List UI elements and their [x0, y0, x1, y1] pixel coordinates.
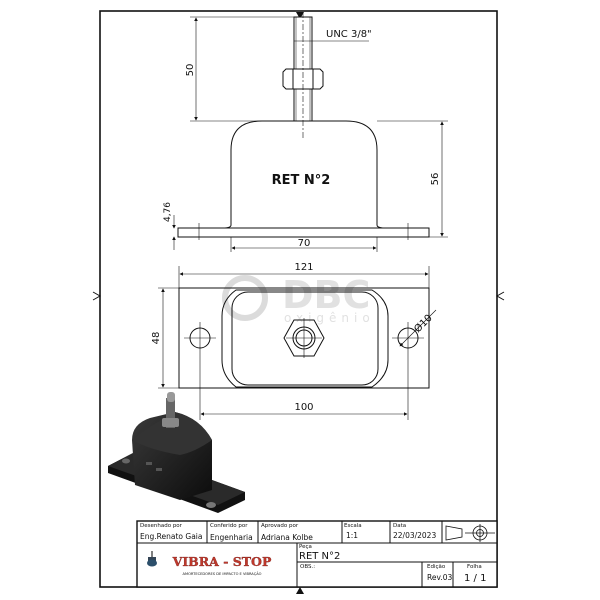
dim-body-height: 56 — [430, 173, 441, 186]
top-view — [158, 266, 437, 420]
thread-label: UNC 3/8" — [326, 29, 372, 40]
logo-tagline: AMORTECEDORES DE IMPACTO E VIBRAÇÃO — [183, 571, 262, 576]
part-field-label: Peça — [299, 544, 312, 550]
dim-plate-thickness: 4,76 — [163, 202, 173, 222]
dim-overall-length: 121 — [294, 262, 313, 273]
dim-stud-height: 50 — [185, 64, 196, 77]
sheet-label: Folha — [467, 564, 482, 570]
sheet: 1 / 1 — [464, 573, 486, 584]
dim-overall-width: 48 — [151, 332, 162, 345]
company-logo: VIBRA - STOP AMORTECEDORES DE IMPACTO E … — [147, 551, 272, 576]
edition: Rev.03 — [427, 573, 453, 582]
date-label: Data — [393, 523, 406, 529]
date: 22/03/2023 — [393, 531, 436, 540]
part-name: RET N°2 — [299, 551, 340, 562]
projection-symbol — [445, 524, 495, 542]
center-mark-bottom — [296, 587, 304, 594]
scale-label: Escala — [344, 523, 362, 529]
center-mark-right — [495, 291, 505, 301]
approved-by-label: Aprovado por — [261, 523, 299, 529]
drawn-by: Eng.Renato Gaia — [140, 532, 202, 541]
approved-by: Adriana Kolbe — [261, 533, 313, 542]
part-label: RET N°2 — [272, 173, 331, 188]
dim-body-width: 70 — [298, 238, 311, 249]
watermark-brand: DBC — [282, 273, 370, 317]
isometric-render — [108, 392, 245, 513]
checked-by-label: Conferido por — [210, 523, 248, 529]
obs-label: OBS.: — [300, 564, 315, 570]
scale: 1:1 — [346, 531, 358, 540]
front-view — [172, 12, 448, 252]
dim-hole-spacing: 100 — [294, 402, 313, 413]
watermark: DBC oxigênio — [222, 273, 375, 325]
title-block — [136, 520, 498, 588]
center-mark-top — [296, 12, 304, 19]
logo-name: VIBRA - STOP — [172, 554, 272, 569]
center-mark-left — [92, 291, 102, 301]
drawn-by-label: Desenhado por — [140, 523, 183, 529]
watermark-sub: oxigênio — [284, 311, 375, 325]
edition-label: Edição — [427, 564, 446, 570]
checked-by: Engenharia — [210, 533, 253, 542]
